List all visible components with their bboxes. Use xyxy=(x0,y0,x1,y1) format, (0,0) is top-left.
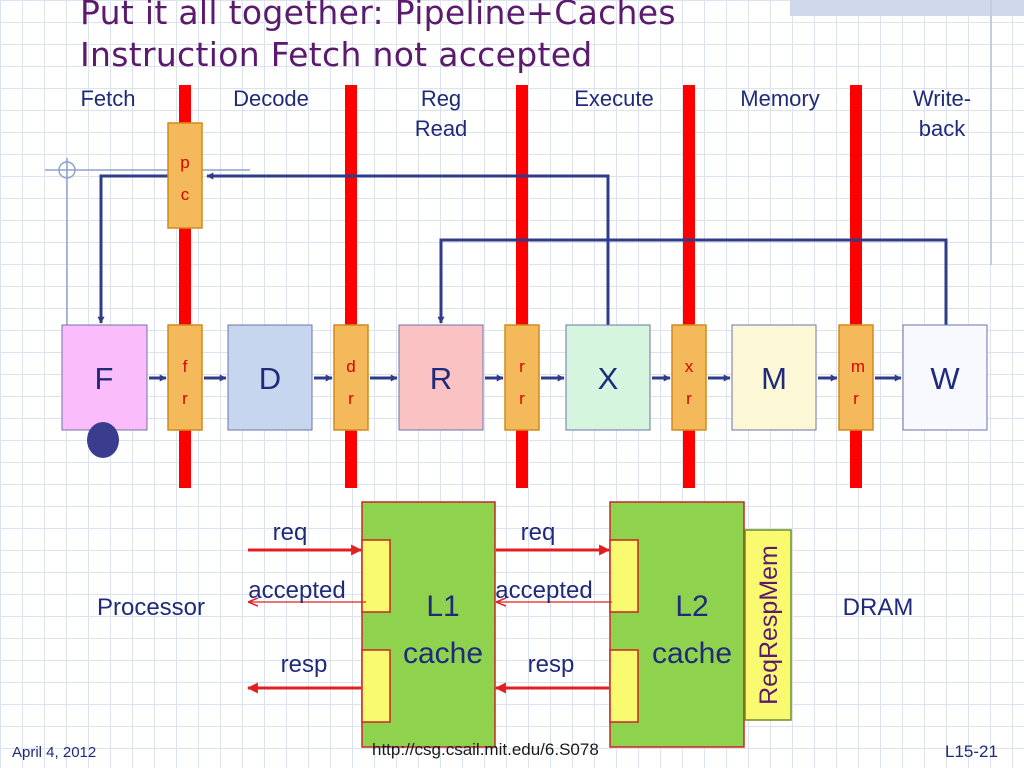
l2-cache-label-1: L2 xyxy=(675,590,708,623)
decode-stage-label: D xyxy=(259,361,281,396)
dram-label: DRAM xyxy=(843,594,914,621)
regread-stage-box xyxy=(398,324,484,431)
stage-label-regread-2: Read xyxy=(415,116,468,141)
writeback-to-regread-arrow xyxy=(437,238,948,325)
xr-register xyxy=(671,324,707,431)
dr-label-1: d xyxy=(346,357,355,376)
title-line-1: Put it all together: Pipeline+Caches xyxy=(80,0,676,32)
xr-label-2: r xyxy=(686,389,692,408)
pc-to-fetch-arrow xyxy=(97,174,168,324)
l2-req-port xyxy=(609,539,639,613)
reqrespmem-label: ReqRespMem xyxy=(755,545,783,705)
title-line-2: Instruction Fetch not accepted xyxy=(80,35,593,74)
l1-cache-label-2: cache xyxy=(403,637,483,670)
corner-decoration xyxy=(790,0,1024,16)
req-label-right: req xyxy=(521,519,556,546)
pc-register xyxy=(167,122,203,229)
fr-register xyxy=(167,324,203,431)
rr-label-1: r xyxy=(519,357,525,376)
l1-cache-label-1: L1 xyxy=(426,590,459,623)
accepted-label-right: accepted xyxy=(495,577,592,604)
stage-label-writeback-2: back xyxy=(919,116,966,141)
rr-register xyxy=(504,324,540,431)
resp-label-right: resp xyxy=(528,651,575,678)
footer-url[interactable]: http://csg.csail.mit.edu/6.S078 xyxy=(372,740,599,759)
l2-resp-port xyxy=(609,649,639,723)
l1-req-port xyxy=(361,539,391,613)
stage-label-execute: Execute xyxy=(574,86,654,111)
stage-label-regread-1: Reg xyxy=(421,86,461,111)
fetch-stage-box xyxy=(61,324,148,431)
mr-label-2: r xyxy=(853,389,859,408)
regread-stage-label: R xyxy=(430,361,452,396)
stage-label-decode: Decode xyxy=(233,86,309,111)
writeback-stage-box xyxy=(902,324,988,431)
stall-indicator-dot xyxy=(87,422,119,458)
redirect-arrow-x-to-pc xyxy=(206,172,610,325)
stage-label-writeback-1: Write- xyxy=(913,86,971,111)
footer-date: April 4, 2012 xyxy=(12,744,97,761)
req-label-left: req xyxy=(273,519,308,546)
pc-label-1: p xyxy=(180,153,189,172)
memory-stage-box xyxy=(731,324,817,431)
execute-stage-box xyxy=(565,324,651,431)
stage-label-memory: Memory xyxy=(740,86,819,111)
reqrespmem-box xyxy=(744,529,792,721)
execute-stage-label: X xyxy=(598,361,619,396)
l1-resp-port xyxy=(361,649,391,723)
footer-slide-number: L15-21 xyxy=(945,742,998,761)
mr-register xyxy=(838,324,874,431)
crosshair-decoration xyxy=(45,158,250,325)
fr-label-1: f xyxy=(183,357,188,376)
pc-label-2: c xyxy=(181,185,190,204)
fr-label-2: r xyxy=(182,389,188,408)
rr-label-2: r xyxy=(519,389,525,408)
writeback-stage-label: W xyxy=(930,361,960,396)
mr-label-1: m xyxy=(851,357,865,376)
side-rule xyxy=(990,0,992,265)
memory-stage-label: M xyxy=(761,361,787,396)
xr-label-1: x xyxy=(685,357,694,376)
processor-label: Processor xyxy=(97,594,205,621)
accepted-label-left: accepted xyxy=(248,577,345,604)
dr-register xyxy=(333,324,369,431)
dr-label-2: r xyxy=(348,389,354,408)
l2-cache-label-2: cache xyxy=(652,637,732,670)
resp-label-left: resp xyxy=(281,651,328,678)
stage-label-fetch: Fetch xyxy=(80,86,135,111)
slide-title: Put it all together: Pipeline+Caches Ins… xyxy=(80,0,676,76)
decode-stage-box xyxy=(227,324,313,431)
fetch-stage-label: F xyxy=(95,361,114,396)
